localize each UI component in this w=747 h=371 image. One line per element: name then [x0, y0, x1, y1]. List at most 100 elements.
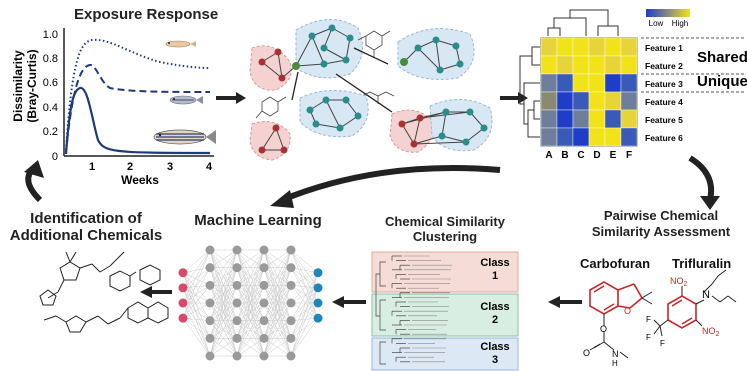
- cluster-dendrogram: [375, 255, 452, 365]
- network-red-small: [249, 121, 291, 161]
- heatmap-cell: [604, 109, 622, 129]
- nn-node: [205, 298, 215, 308]
- heatmap-cell: [572, 109, 590, 129]
- nn-node: [286, 333, 296, 343]
- nn-node: [286, 316, 296, 326]
- molecule-icon-a: [357, 30, 391, 58]
- heatmap-legend-high: High: [672, 19, 688, 28]
- trifluralin-f1: F: [646, 315, 651, 324]
- nn-node: [205, 333, 215, 343]
- carbofuran-n: N: [612, 349, 619, 359]
- nn-node: [205, 263, 215, 273]
- nn-node: [286, 245, 296, 255]
- nn-node: [286, 351, 296, 361]
- nn-node: [205, 316, 215, 326]
- heatmap-cell: [556, 37, 574, 57]
- class2-label: Class: [480, 301, 509, 313]
- heatmap-column-dendrogram: [547, 9, 619, 36]
- trifluralin-f2: F: [646, 333, 651, 342]
- col-label-C: C: [577, 150, 584, 161]
- curve-dotted: [65, 38, 211, 151]
- heatmap-cell: [604, 37, 622, 57]
- heatmap-row-dendrogram: [519, 46, 540, 138]
- network-mid: [299, 89, 369, 138]
- unique-label: Unique: [697, 73, 747, 90]
- ytick-3: 0.6: [43, 77, 58, 89]
- heatmap-cell: [620, 55, 638, 75]
- fish-icon-large: [153, 129, 216, 145]
- structure-icon-bottom: [43, 301, 169, 333]
- pairwise-title: Pairwise Chemical Similarity Assessment: [591, 208, 731, 239]
- chemical-left-name: Carbofuran: [580, 256, 651, 271]
- clustering-title: Chemical Similarity Clustering: [385, 214, 505, 244]
- class1-box: [371, 251, 519, 293]
- nn-node: [313, 298, 323, 308]
- heatmap-cell: [620, 91, 638, 111]
- class3-num: 3: [492, 354, 498, 366]
- heatmap-cell: [572, 55, 590, 75]
- nn-node: [232, 263, 242, 273]
- xtick-4: 4: [206, 161, 213, 173]
- carbofuran-h: H: [612, 359, 618, 368]
- exposure-title: Exposure Response: [74, 6, 219, 23]
- class1-label: Class: [480, 257, 509, 269]
- fish-icon-small: [165, 40, 196, 48]
- ytick-0: 0: [52, 151, 58, 163]
- chemical-right-name: Trifluralin: [672, 256, 732, 271]
- heatmap-cell: [588, 73, 606, 93]
- carbofuran-structure: [589, 281, 643, 315]
- nn-node: [286, 263, 296, 273]
- ytick-4: 0.8: [43, 53, 58, 65]
- feature-label-6: Feature 6: [645, 133, 683, 143]
- nn-node: [259, 333, 269, 343]
- carbofuran-o-carbonyl: O: [583, 348, 590, 358]
- heatmap-cell: [620, 37, 638, 57]
- class2-num: 2: [492, 314, 498, 326]
- xtick-2: 2: [127, 161, 133, 173]
- curve-solid: [64, 86, 211, 155]
- nn-node: [178, 283, 188, 293]
- nn-node: [205, 280, 215, 290]
- class3-label: Class: [480, 341, 509, 353]
- heatmap-cell: [540, 109, 558, 129]
- ytick-2: 0.4: [43, 102, 58, 114]
- machine-learning-title: Machine Learning: [194, 212, 322, 229]
- nn-node: [232, 351, 242, 361]
- nn-node: [232, 280, 242, 290]
- ytick-5: 1.0: [43, 29, 58, 41]
- feature-label-2: Feature 2: [645, 61, 683, 71]
- heatmap-legend-low: Low: [649, 19, 664, 28]
- heatmap-cell: [572, 73, 590, 93]
- heatmap-cell: [572, 91, 590, 111]
- feature-label-3: Feature 3: [645, 79, 683, 89]
- trifluralin-no2-top: NO2: [670, 276, 688, 288]
- nn-node: [313, 283, 323, 293]
- nn-node: [259, 316, 269, 326]
- nn-node: [286, 298, 296, 308]
- nn-node: [232, 245, 242, 255]
- trifluralin-structure: [667, 295, 697, 329]
- heatmap-legend-bar: [646, 9, 690, 17]
- nn-node: [178, 298, 188, 308]
- nn-node: [259, 263, 269, 273]
- heatmap-cell: [604, 55, 622, 75]
- heatmap-cell: [620, 109, 638, 129]
- trifluralin-n: N: [702, 289, 710, 301]
- feature-label-1: Feature 1: [645, 43, 683, 53]
- nn-node: [232, 316, 242, 326]
- nn-node: [232, 298, 242, 308]
- xtick-1: 1: [89, 161, 95, 173]
- nn-node: [313, 313, 323, 323]
- xtick-3: 3: [167, 161, 173, 173]
- nn-node: [205, 351, 215, 361]
- heatmap-cell: [556, 91, 574, 111]
- heatmap-cell: [588, 55, 606, 75]
- heatmap-cell: [556, 55, 574, 75]
- nn-node: [205, 245, 215, 255]
- arrow-3: [688, 155, 714, 201]
- heatmap-cell: [540, 127, 558, 147]
- neural-network: [178, 245, 323, 361]
- exposure-ylabel-2: (Bray-Curtis): [25, 49, 39, 122]
- ytick-1: 0.2: [43, 126, 58, 138]
- identification-title: Identification of Additional Chemicals: [9, 210, 163, 244]
